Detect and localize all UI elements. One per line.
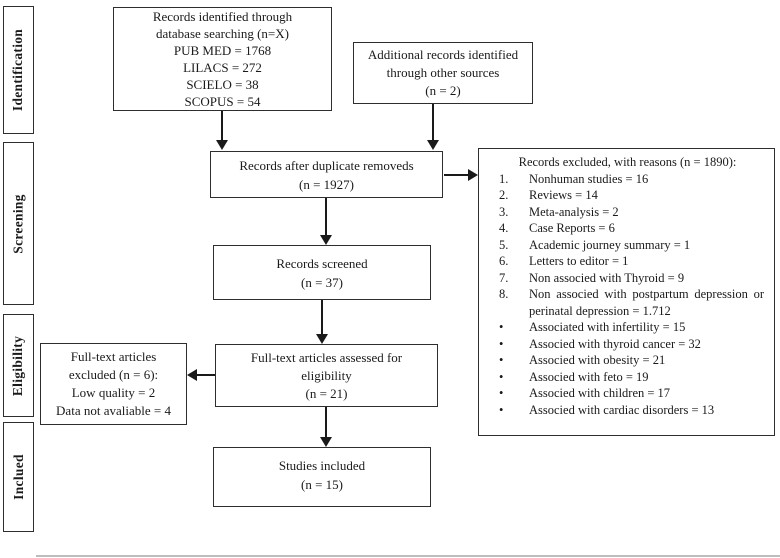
excluded-bullet-item: • Associed with thyroid cancer = 32 (499, 336, 766, 353)
duplicates-removed-line: Records after duplicate removeds (239, 157, 414, 173)
excluded-reason-item: 4. Case Reports = 6 (499, 220, 766, 237)
item-text: Meta-analysis = 2 (529, 204, 619, 219)
studies-included-box: Studies included (n = 15) (213, 447, 431, 507)
arrow-duplicates-to-excluded (444, 169, 478, 181)
fulltext-assessed-count: (n = 21) (305, 385, 348, 401)
item-text: Associed with feto = 19 (529, 369, 649, 384)
item-text: Academic journey summary = 1 (529, 237, 691, 252)
item-text: Associed with thyroid cancer = 32 (529, 336, 701, 351)
stage-identification: Identification (3, 6, 34, 134)
excluded-bullet-item: • Associated with infertility = 15 (499, 319, 766, 336)
item-marker: 1. (499, 171, 509, 186)
excluded-reason-item: 3. Meta-analysis = 2 (499, 204, 766, 221)
additional-records-box: Additional records identified through ot… (353, 42, 533, 104)
studies-included-line: Studies included (278, 458, 366, 473)
records-identified-source: SCIELO = 38 (186, 77, 259, 92)
bullet-icon: • (499, 336, 504, 351)
bullet-icon: • (499, 320, 504, 334)
item-marker: 2. (499, 188, 509, 202)
excluded-reason-item: 2. Reviews = 14 (499, 187, 766, 204)
additional-records-count: (n = 2) (425, 83, 461, 98)
fulltext-excluded-line: Data not avaliable = 4 (56, 403, 171, 418)
excluded-bullet-item: • Associed with feto = 19 (499, 369, 766, 386)
fulltext-excluded-line: Low quality = 2 (71, 385, 156, 400)
bullet-icon: • (499, 353, 504, 367)
excluded-bullet-item: • Associed with obesity = 21 (499, 352, 766, 369)
excluded-reason-item: 5. Academic journey summary = 1 (499, 237, 766, 254)
arrow-duplicates-to-screened (320, 198, 332, 245)
fulltext-excluded-box: Full-text articles excluded (n = 6): Low… (40, 343, 187, 425)
item-text: Associated with infertility = 15 (529, 320, 686, 334)
item-text: Letters to editor = 1 (529, 254, 629, 268)
fulltext-assessed-line: eligibility (301, 367, 352, 383)
duplicates-removed-box: Records after duplicate removeds (n = 19… (210, 151, 443, 198)
stage-screening-label: Screening (10, 193, 26, 254)
duplicates-removed-count: (n = 1927) (299, 176, 354, 192)
item-marker: 7. (499, 270, 509, 285)
item-text: Associed with cardiac disorders = 13 (529, 402, 715, 417)
studies-included-count: (n = 15) (301, 477, 343, 492)
stage-eligibility-label: Eligibility (10, 335, 26, 396)
item-text: Associed with obesity = 21 (529, 353, 666, 367)
records-identified-source: PUB MED = 1768 (173, 43, 272, 58)
excluded-reason-item: 6. Letters to editor = 1 (499, 253, 766, 270)
item-marker: 4. (499, 221, 509, 235)
arrow-fulltext-to-excluded (187, 369, 215, 381)
records-identified-source: SCOPUS = 54 (184, 94, 261, 109)
fulltext-assessed-box: Full-text articles assessed for eligibil… (215, 344, 438, 407)
item-text: Nonhuman studies = 16 (529, 171, 649, 186)
item-text: Case Reports = 6 (529, 221, 615, 235)
records-screened-line: Records screened (276, 255, 368, 271)
item-marker: 3. (499, 204, 509, 219)
arrow-screened-to-fulltext (316, 300, 328, 344)
excluded-reason-item: 7. Non associed with Thyroid = 9 (499, 270, 766, 287)
item-marker: 5. (499, 237, 509, 252)
excluded-reason-item: 8. Non associed with postpartum depressi… (499, 286, 766, 319)
stage-inclued-label: Inclued (10, 454, 26, 500)
item-marker: 8. (499, 287, 509, 301)
stage-inclued: Inclued (3, 422, 34, 532)
bullet-icon: • (499, 402, 504, 417)
records-screened-count: (n = 37) (301, 274, 343, 290)
item-text: Non associed with postpartum depression … (529, 287, 764, 318)
stage-eligibility: Eligibility (3, 314, 34, 417)
additional-records-line: Additional records identified (367, 47, 519, 62)
excluded-bullet-item: • Associed with children = 17 (499, 385, 766, 402)
arrow-additional-to-duplicates (427, 104, 439, 150)
additional-records-line: through other sources (386, 65, 500, 80)
bullet-icon: • (499, 386, 504, 400)
fulltext-assessed-line: Full-text articles assessed for (250, 349, 403, 365)
item-text: Reviews = 14 (529, 188, 598, 202)
records-identified-box: Records identified through database sear… (113, 7, 332, 111)
records-screened-box: Records screened (n = 37) (213, 245, 431, 300)
fulltext-excluded-line: excluded (n = 6): (68, 367, 159, 382)
stage-screening: Screening (3, 142, 34, 305)
item-marker: 6. (499, 254, 509, 268)
bottom-scan-line (36, 555, 780, 557)
item-text: Non associed with Thyroid = 9 (529, 270, 685, 285)
records-identified-line: database searching (n=X) (156, 26, 289, 41)
records-identified-line: Records identified through (152, 9, 293, 24)
excluded-reason-item: 1. Nonhuman studies = 16 (499, 171, 766, 188)
records-excluded-title: Records excluded, with reasons (n = 1890… (518, 155, 737, 169)
fulltext-excluded-line: Full-text articles (70, 349, 157, 364)
excluded-bullet-item: • Associed with cardiac disorders = 13 (499, 402, 766, 419)
records-identified-source: LILACS = 272 (183, 60, 262, 75)
bullet-icon: • (499, 369, 504, 384)
records-excluded-box: Records excluded, with reasons (n = 1890… (478, 148, 775, 436)
arrow-identified-to-duplicates (216, 111, 228, 150)
arrow-fulltext-to-included (320, 407, 332, 447)
stage-identification-label: Identification (10, 28, 26, 112)
item-text: Associed with children = 17 (529, 386, 671, 400)
